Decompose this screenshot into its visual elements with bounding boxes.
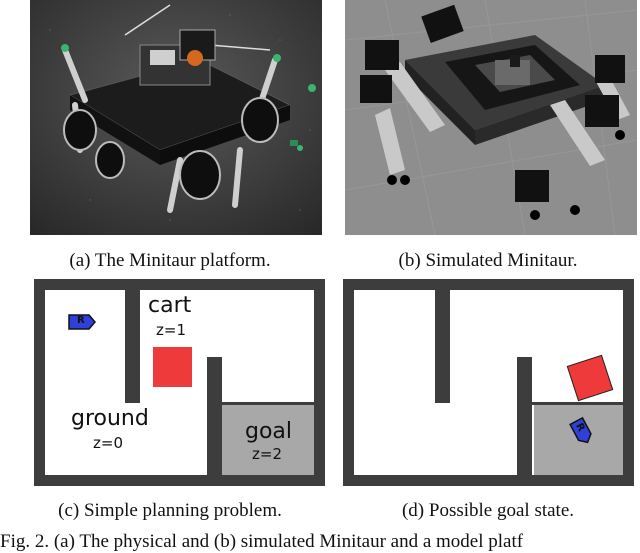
goal-label: goal [245, 419, 293, 444]
robot-marker [68, 314, 96, 330]
figure-caption: Fig. 2. (a) The physical and (b) simulat… [0, 531, 524, 552]
caption-b: (b) Simulated Minitaur. [398, 250, 578, 271]
ground-label: ground [71, 406, 149, 431]
simulated-minitaur-render [345, 0, 637, 235]
goal-area [222, 404, 314, 475]
caption-d: (d) Possible goal state. [401, 500, 575, 521]
planning-problem-diagram: R cart z=1 ground z=0 goal z=2 [34, 279, 325, 486]
cart-z-label: z=1 [156, 321, 186, 339]
robot-letter: R [77, 315, 85, 326]
robot-marker [569, 416, 592, 444]
planning-problem-svg [34, 279, 325, 486]
caption-c: (c) Simple planning problem. [58, 500, 282, 521]
cart-box [153, 347, 192, 387]
goal-z-label: z=2 [252, 445, 282, 463]
goal-state-svg [343, 279, 634, 486]
goal-state-diagram: R [343, 279, 634, 486]
simulated-minitaur [345, 0, 637, 235]
goal-ledge [532, 402, 625, 405]
wall-left [125, 290, 140, 403]
wall-right [517, 357, 532, 475]
goal-ledge [220, 402, 316, 405]
minitaur-photo [30, 0, 322, 235]
cart-box [566, 354, 614, 402]
caption-a: (a) The Minitaur platform. [69, 250, 271, 271]
cart-label: cart [148, 293, 192, 318]
wall-right [207, 357, 222, 475]
ground-z-label: z=0 [93, 434, 123, 452]
wall-left [435, 290, 450, 403]
minitaur-photo-illustration [30, 0, 322, 235]
